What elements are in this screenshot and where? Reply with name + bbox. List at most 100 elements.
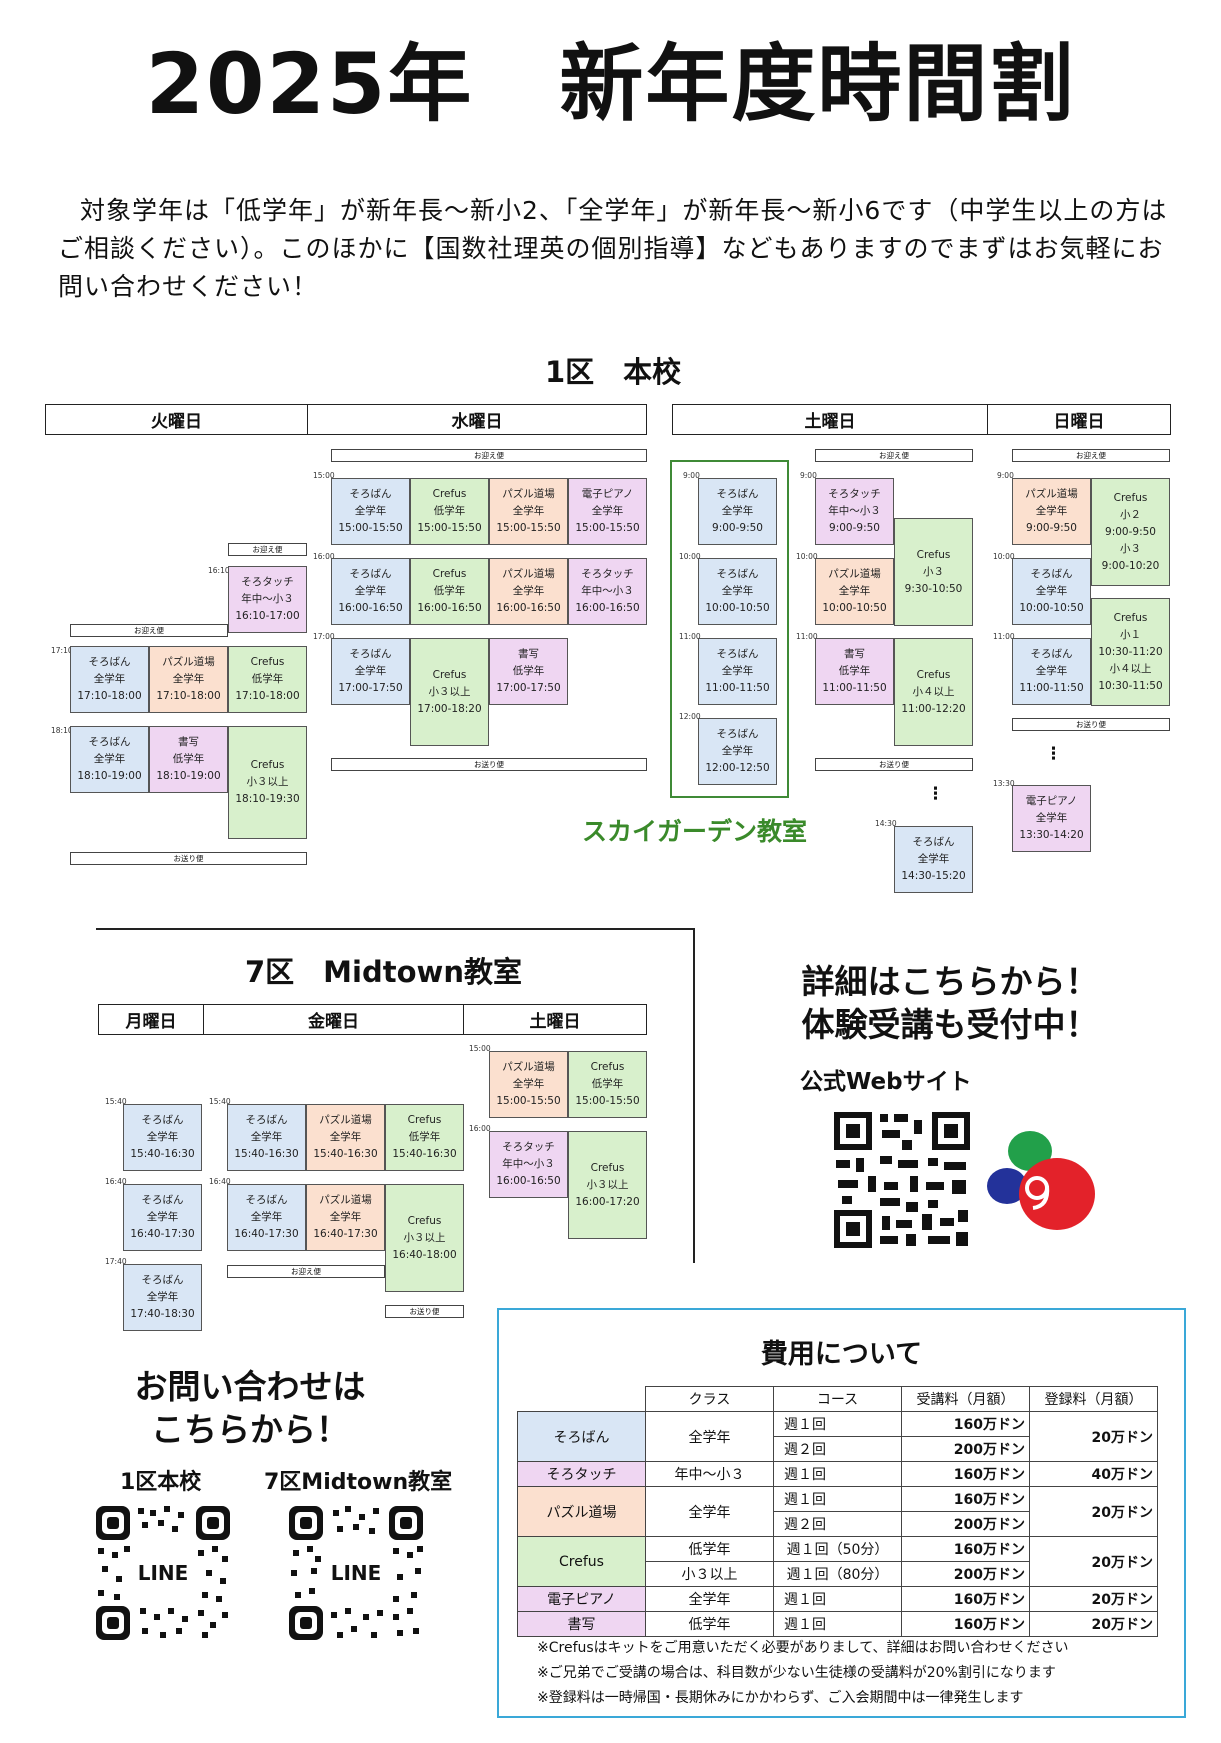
page-title: 2025年 新年度時間割 <box>145 35 1076 133</box>
time-marker: 12:00 <box>679 712 701 721</box>
school-label-ku1: 1区本校 <box>120 1470 202 1495</box>
day-header-fri: 金曜日 <box>203 1004 464 1035</box>
dropoff-bar: お送り便 <box>815 758 973 771</box>
time-marker: 11:00 <box>679 632 701 641</box>
time-marker: 17:10 <box>51 646 73 655</box>
ellipsis: ⋮ <box>927 784 944 804</box>
time-marker: 15:00 <box>469 1044 491 1053</box>
day-header-mon: 月曜日 <box>98 1004 204 1035</box>
pickup-bar: お迎え便 <box>228 543 307 556</box>
sky-garden-label: スカイガーデン教室 <box>582 817 808 846</box>
time-marker: 16:40 <box>209 1177 231 1186</box>
time-marker: 16:00 <box>469 1124 491 1133</box>
dropoff-bar: お送り便 <box>331 758 647 771</box>
fee-note: ※登録料は一時帰国・長期休みにかかわらず、ご入会期間中は一律発生します <box>537 1690 1024 1706</box>
school-logo-icon <box>987 1131 1095 1230</box>
pickup-bar: お迎え便 <box>70 624 228 637</box>
time-marker: 10:00 <box>796 552 818 561</box>
section-title-ku1: 1区 本校 <box>545 355 682 389</box>
time-marker: 17:00 <box>313 632 335 641</box>
trial-heading: 体験受講も受付中！ <box>801 1005 1099 1044</box>
time-marker: 9:00 <box>997 471 1014 480</box>
line-qr-label: LINE <box>331 1561 382 1585</box>
divider-line <box>96 928 695 930</box>
pickup-bar: お迎え便 <box>227 1265 385 1278</box>
fee-header: 登録料（月額） <box>1029 1386 1158 1412</box>
dropoff-bar: お送り便 <box>70 852 307 865</box>
fee-title: 費用について <box>760 1339 923 1370</box>
line-qr-code-ku1[interactable]: LINE <box>94 1504 232 1642</box>
web-label: 公式Webサイト <box>800 1069 972 1095</box>
day-header-sat: 土曜日 <box>672 404 988 435</box>
time-marker: 16:00 <box>313 552 335 561</box>
time-marker: 13:30 <box>993 779 1015 788</box>
contact-heading-2: こちらから！ <box>151 1410 349 1449</box>
fee-note: ※Crefusはキットをご用意いただく必要がありまして、詳細はお問い合わせくださ… <box>537 1640 1069 1656</box>
website-qr-code[interactable] <box>832 1110 972 1250</box>
fee-note: ※ご兄弟でご受講の場合は、科目数が少ない生徒様の受講料が20%割引になります <box>537 1665 1056 1681</box>
pickup-bar: お迎え便 <box>331 449 647 462</box>
line-qr-label: LINE <box>138 1561 189 1585</box>
time-marker: 17:40 <box>105 1257 127 1266</box>
line-qr-code-ku7[interactable]: LINE <box>287 1504 425 1642</box>
time-marker: 16:40 <box>105 1177 127 1186</box>
dropoff-bar: お送り便 <box>385 1305 464 1318</box>
time-marker: 15:40 <box>209 1097 231 1106</box>
time-marker: 18:10 <box>51 726 73 735</box>
detail-heading: 詳細はこちらから！ <box>801 962 1099 1001</box>
contact-heading: お問い合わせは <box>134 1367 366 1406</box>
divider-line <box>693 928 695 1263</box>
fee-class: 電子ピアノ <box>517 1586 646 1612</box>
fee-header: コース <box>773 1386 902 1412</box>
intro-text: 対象学年は「低学年」が新年長〜新小2、「全学年」が新年長〜新小6です（中学生以上… <box>58 196 1168 301</box>
time-marker: 14:30 <box>875 819 897 828</box>
fee-class: パズル道場 <box>517 1486 646 1537</box>
fee-class: そろタッチ <box>517 1461 646 1487</box>
day-header-tue: 火曜日 <box>45 404 308 435</box>
pickup-bar: お迎え便 <box>1012 449 1170 462</box>
time-marker: 10:00 <box>993 552 1015 561</box>
time-marker: 11:00 <box>796 632 818 641</box>
time-marker: 9:00 <box>800 471 817 480</box>
time-marker: 11:00 <box>993 632 1015 641</box>
fee-class: 書写 <box>517 1611 646 1637</box>
fee-table: クラス コース 受講料（月額） 登録料（月額） そろばん 全学年 週１回 160… <box>517 1386 1158 1637</box>
time-marker: 9:00 <box>683 471 700 480</box>
